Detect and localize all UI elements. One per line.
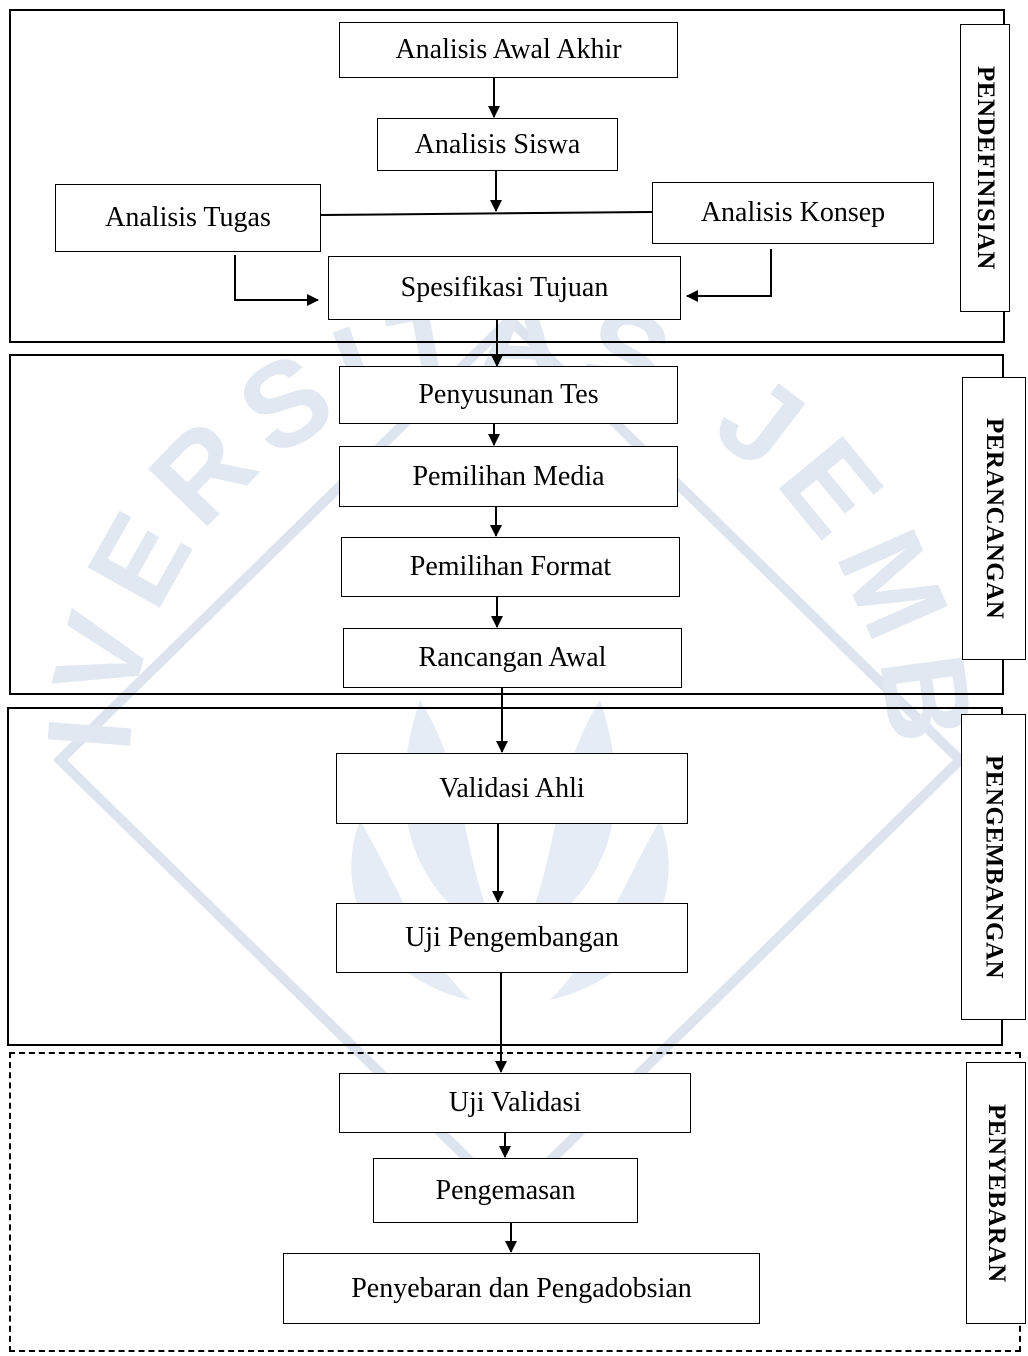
step-uji-validasi: Uji Validasi — [339, 1073, 691, 1133]
step-rancangan-awal: Rancangan Awal — [343, 628, 682, 688]
step-penyusunan-tes: Penyusunan Tes — [339, 366, 678, 424]
step-analisis-konsep: Analisis Konsep — [652, 182, 934, 244]
stage-label-penyebaran: PENYEBARAN — [966, 1062, 1026, 1324]
step-pemilihan-format: Pemilihan Format — [341, 537, 680, 597]
stage-label-perancangan-text: PERANCANGAN — [981, 417, 1008, 620]
step-uji-pengembangan: Uji Pengembangan — [336, 903, 688, 973]
step-penyebaran-dan-pengadobsian: Penyebaran dan Pengadobsian — [283, 1253, 760, 1324]
stage-label-pengembangan: PENGEMBANGAN — [961, 714, 1026, 1020]
stage-label-pendefinisian-text: PENDEFINISIAN — [972, 66, 999, 270]
stage-label-pendefinisian: PENDEFINISIAN — [960, 24, 1010, 312]
stage-label-penyebaran-text: PENYEBARAN — [983, 1103, 1010, 1283]
step-analisis-siswa: Analisis Siswa — [377, 118, 618, 171]
stage-label-pengembangan-text: PENGEMBANGAN — [980, 754, 1008, 980]
step-analisis-awal-akhir: Analisis Awal Akhir — [339, 22, 678, 78]
step-pengemasan: Pengemasan — [373, 1158, 638, 1223]
step-spesifikasi-tujuan: Spesifikasi Tujuan — [328, 256, 681, 320]
step-analisis-tugas: Analisis Tugas — [55, 184, 321, 252]
stage-label-perancangan: PERANCANGAN — [962, 377, 1026, 660]
step-validasi-ahli: Validasi Ahli — [336, 753, 688, 824]
step-pemilihan-media: Pemilihan Media — [339, 446, 678, 507]
